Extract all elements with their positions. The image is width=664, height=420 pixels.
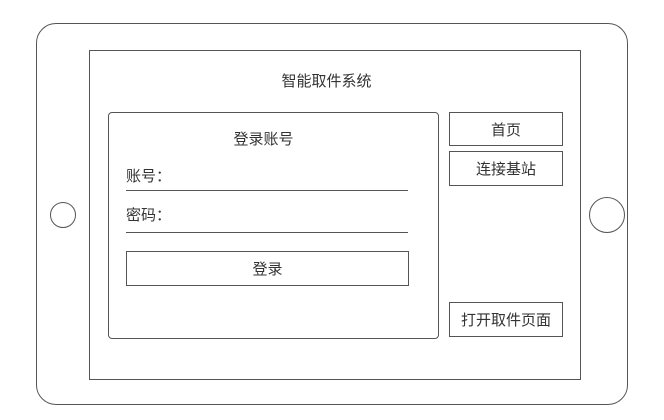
password-input[interactable] [126,213,408,233]
login-button[interactable]: 登录 [126,251,409,286]
login-panel [108,112,439,339]
home-button[interactable]: 首页 [449,112,563,146]
account-input[interactable] [126,171,408,191]
connect-base-station-button[interactable]: 连接基站 [449,151,563,186]
tablet-home-button[interactable] [589,197,625,233]
open-pickup-page-button[interactable]: 打开取件页面 [449,302,563,337]
app-title: 智能取件系统 [281,72,372,90]
tablet-camera [50,202,76,228]
login-panel-title: 登录账号 [233,130,294,148]
